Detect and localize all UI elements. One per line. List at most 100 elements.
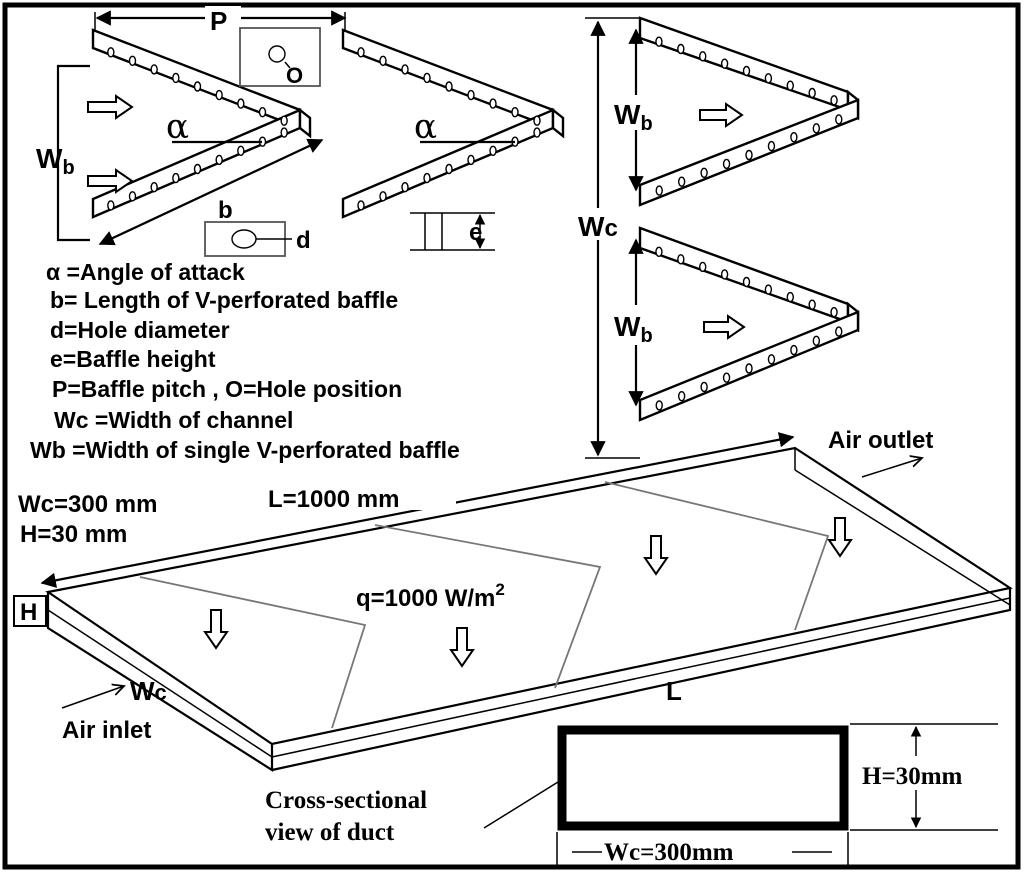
v-baffle-3 — [638, 16, 860, 207]
h-label: H — [20, 599, 37, 626]
baffle-height-symbol: e — [410, 212, 495, 251]
perforation-hole — [128, 191, 137, 202]
perforation-hole — [830, 95, 838, 106]
perforation-hole — [767, 354, 776, 365]
heat-flux-label: q=1000 W/m2 — [356, 580, 505, 612]
perforation-hole — [533, 127, 541, 138]
perforation-hole — [193, 81, 202, 92]
legend-e: e=Baffle height — [50, 346, 216, 372]
perforation-hole — [401, 182, 409, 193]
perforation-hole — [722, 372, 731, 383]
perforation-hole — [193, 163, 202, 175]
flow-arrow-1 — [87, 94, 134, 120]
perforation-hole — [379, 55, 387, 67]
perforation-hole — [150, 182, 158, 193]
v-baffle-4 — [638, 226, 860, 422]
perforation-hole — [423, 172, 431, 184]
air-outlet-label: Air outlet — [828, 427, 933, 454]
perforation-hole — [700, 167, 708, 178]
perforation-hole — [655, 185, 663, 196]
perforation-hole — [764, 284, 773, 295]
b-dimension-line — [98, 138, 324, 246]
wb-label-left: Wb — [36, 143, 75, 179]
duct-3d — [45, 446, 1013, 772]
alpha-label-1: α — [166, 107, 189, 147]
perforation-hole — [172, 72, 180, 84]
perforation-hole — [786, 80, 794, 91]
duct-width-label: Wc=300 mm — [18, 491, 157, 518]
perforation-hole — [655, 400, 663, 411]
perforation-hole — [699, 261, 707, 273]
cross-section-height-label: H=30mm — [862, 763, 963, 790]
perforation-hole — [280, 115, 288, 126]
perforation-hole — [742, 276, 751, 288]
perforation-hole — [258, 106, 267, 118]
legend-wc: Wc =Width of channel — [54, 407, 293, 433]
perforation-hole — [445, 81, 453, 92]
cross-section-width-label: Wc=300mm — [604, 839, 734, 866]
perforation-hole — [533, 115, 541, 126]
down-arrow-icon — [203, 609, 229, 650]
perforation-hole — [742, 65, 751, 77]
b-label: b — [218, 197, 233, 224]
perforation-hole — [655, 36, 663, 47]
perforation-hole — [720, 269, 729, 280]
legend-alpha: α =Angle of attack — [46, 259, 245, 285]
legend-wb: Wb =Width of single V-perforated baffle — [30, 437, 460, 463]
perforation-hole — [280, 127, 288, 138]
perforation-hole — [745, 363, 753, 374]
wb-label-right-2: Wb — [614, 311, 653, 347]
legend-p: P=Baffle pitch , O=Hole position — [52, 376, 402, 402]
alpha-label-2: α — [414, 107, 437, 147]
perforation-hole — [699, 51, 707, 62]
inlet-arrow — [61, 686, 124, 709]
perforation-hole — [830, 307, 838, 318]
cross-section-view: H=30mm Wc=300mm Cross-sectional view of … — [265, 723, 1006, 866]
perforation-hole — [379, 191, 387, 202]
air-inlet-label: Air inlet — [62, 717, 151, 744]
perforation-hole — [764, 73, 773, 84]
perforation-hole — [722, 158, 731, 170]
perforation-hole — [401, 64, 409, 75]
legend-d: d=Hole diameter — [50, 317, 230, 343]
perforation-hole — [128, 55, 137, 67]
legend-b: b= Length of V-perforated baffle — [50, 287, 398, 313]
perforation-hole — [812, 335, 821, 347]
perforation-hole — [467, 154, 475, 166]
perforation-hole — [677, 254, 685, 265]
symbol-legend: α =Angle of attack b= Length of V-perfor… — [30, 259, 460, 463]
perforation-hole — [700, 381, 708, 393]
perforation-hole — [511, 106, 519, 118]
cross-section-caption-2: view of duct — [265, 819, 395, 846]
perforation-hole — [720, 58, 729, 69]
perforation-hole — [237, 98, 245, 109]
flow-arrow-4 — [703, 314, 746, 340]
d-label: d — [296, 227, 311, 254]
hole-position-label: O — [286, 63, 303, 88]
down-arrow-icon — [643, 535, 669, 576]
perforation-hole — [467, 89, 475, 101]
perforation-hole — [677, 176, 686, 187]
perforation-hole — [655, 246, 663, 257]
flow-arrow-3 — [699, 102, 744, 128]
perforation-hole — [445, 163, 453, 175]
perforation-hole — [357, 47, 365, 58]
perforation-hole — [835, 326, 843, 337]
perforation-hole — [215, 89, 223, 101]
perforation-hole — [107, 200, 115, 211]
pitch-label: P — [210, 6, 227, 36]
outlet-arrow — [861, 458, 922, 478]
heat-flux-arrows — [203, 517, 853, 668]
perforation-hole — [489, 98, 497, 109]
perforation-hole — [172, 172, 180, 184]
perforation-hole — [677, 390, 686, 402]
perforation-hole — [423, 72, 431, 84]
perforation-hole — [237, 145, 245, 156]
wb-bracket — [56, 64, 90, 242]
length-label: L=1000 mm — [268, 486, 399, 513]
e-label: e — [469, 219, 482, 246]
cross-section-rect — [557, 725, 849, 831]
perforation-hole — [790, 344, 798, 356]
perforation-hole — [790, 132, 798, 143]
